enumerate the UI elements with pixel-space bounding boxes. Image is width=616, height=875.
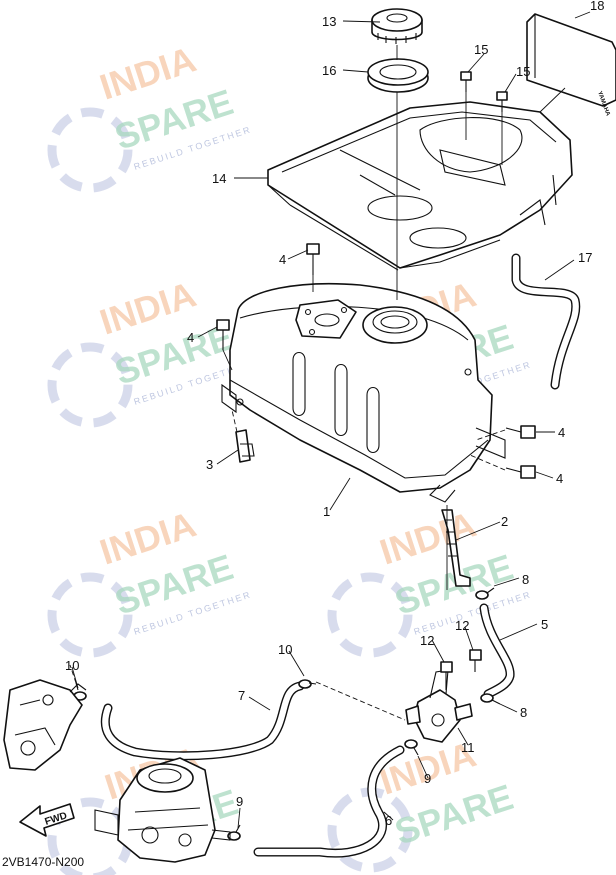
part-13-fuel-cap[interactable] <box>371 8 423 44</box>
callout-4: 4 <box>558 425 565 440</box>
part-1-fuel-tank[interactable] <box>221 282 506 503</box>
callout-16: 16 <box>322 63 336 78</box>
part-11-fuel-valve[interactable] <box>405 669 473 743</box>
part-16-cap-gasket[interactable] <box>367 58 429 93</box>
part-8-hose-clamp[interactable] <box>475 587 495 600</box>
callout-7: 7 <box>238 688 245 703</box>
callout-9: 9 <box>236 794 243 809</box>
callout-leaders <box>71 11 591 829</box>
part-15-bolt[interactable] <box>496 91 508 112</box>
callout-17: 17 <box>578 250 592 265</box>
part-6-fuel-hose[interactable] <box>253 745 405 858</box>
callout-18: 18 <box>590 0 604 13</box>
part-9-hose-clamp[interactable] <box>227 824 241 841</box>
part-4-bolt[interactable] <box>505 425 536 439</box>
diagram-code: 2VB1470-N200 <box>2 855 84 869</box>
callout-14: 14 <box>212 171 226 186</box>
callout-6: 6 <box>385 813 392 828</box>
part-7-fuel-hose[interactable] <box>100 681 305 761</box>
part-4-bolt[interactable] <box>216 319 230 350</box>
forward-direction-arrow: FWD <box>19 803 75 837</box>
callout-1: 1 <box>323 504 330 519</box>
part-15-bolt[interactable] <box>460 71 472 92</box>
callout-5: 5 <box>541 617 548 632</box>
callout-2: 2 <box>501 514 508 529</box>
assembly-lines <box>69 45 566 721</box>
callout-4: 4 <box>279 252 286 267</box>
callout-10: 10 <box>278 642 292 657</box>
callout-11: 11 <box>461 740 475 755</box>
callout-8: 8 <box>522 572 529 587</box>
callouts: 13 16 15 15 18 14 17 4 4 4 4 3 1 2 8 5 1… <box>65 0 604 828</box>
callout-15: 15 <box>516 64 530 79</box>
callout-12: 12 <box>455 618 469 633</box>
carburetor <box>94 757 231 863</box>
part-4-bolt[interactable] <box>505 465 536 479</box>
part-17-overflow-hose[interactable] <box>511 253 581 390</box>
part-12-screw[interactable] <box>469 649 482 672</box>
callout-9: 9 <box>424 771 431 786</box>
callout-13: 13 <box>322 14 336 29</box>
callout-8: 8 <box>520 705 527 720</box>
callout-4: 4 <box>556 471 563 486</box>
callout-3: 3 <box>206 457 213 472</box>
part-3-clip[interactable] <box>235 429 255 463</box>
intake-manifold <box>3 679 87 771</box>
part-12-screw[interactable] <box>440 661 453 690</box>
part-2-petcock[interactable] <box>441 509 471 587</box>
callout-15: 15 <box>474 42 488 57</box>
part-10-hose-clamp[interactable] <box>298 679 317 689</box>
part-9-hose-clamp[interactable] <box>404 739 419 756</box>
part-5-fuel-hose[interactable] <box>479 603 515 699</box>
part-4-bolt[interactable] <box>306 243 320 275</box>
part-8-hose-clamp[interactable] <box>480 693 501 705</box>
callout-12: 12 <box>420 633 434 648</box>
part-14-tank-cover[interactable] <box>267 101 573 271</box>
part-18-emblem-plate[interactable]: YAMAHA <box>526 13 616 118</box>
callout-10: 10 <box>65 658 79 673</box>
callout-4: 4 <box>187 330 194 345</box>
